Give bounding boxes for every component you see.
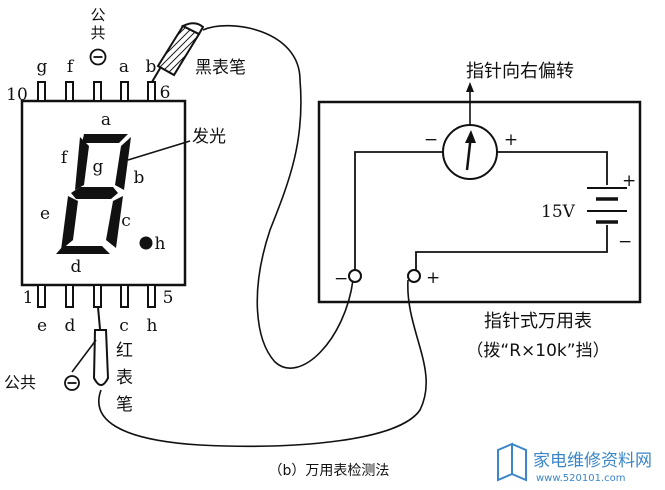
- segment-label-e: e: [40, 204, 50, 224]
- black-probe-lead: [202, 24, 354, 369]
- red-probe-lead: [98, 279, 428, 447]
- segment-a: [82, 134, 128, 143]
- galvanometer-plus: +: [504, 130, 518, 150]
- common-top-minus-icon: [89, 48, 107, 66]
- common-bottom-label: 公共: [4, 373, 36, 392]
- red-probe: [92, 306, 110, 386]
- segment-label-b: b: [134, 168, 145, 188]
- glow-leader-line: [127, 140, 191, 161]
- pin-label-b: b: [146, 57, 157, 77]
- battery-icon: [587, 187, 627, 224]
- galvanometer-minus: −: [424, 130, 438, 150]
- pin-label-a: a: [119, 57, 129, 77]
- segment-label-g: g: [93, 157, 104, 177]
- pin-number-5: 5: [163, 288, 174, 308]
- battery-plus: +: [622, 171, 636, 191]
- pin-number-10: 10: [6, 85, 28, 105]
- multimeter-box: [317, 100, 642, 304]
- red-probe-label-2: 表: [116, 368, 133, 388]
- common-bottom-minus-icon: [64, 375, 80, 391]
- battery-minus: −: [618, 232, 632, 252]
- segment-g: [71, 187, 118, 199]
- galvanometer-icon: [442, 124, 498, 180]
- red-probe-label-1: 红: [116, 341, 133, 361]
- segment-label-h: h: [155, 234, 166, 254]
- terminal-negative: [348, 269, 362, 283]
- meter-type-label: 指针式万用表: [484, 311, 592, 332]
- segment-b: [115, 137, 131, 190]
- pin-number-1: 1: [23, 288, 34, 308]
- common-bottom-leader: [71, 339, 97, 373]
- pin-label-d: d: [65, 316, 76, 336]
- meter-setting-label: （拨“R×10k”挡）: [466, 341, 609, 361]
- segment-label-a: a: [101, 110, 111, 130]
- red-probe-label-3: 笔: [116, 395, 133, 415]
- glow-label: 发光: [192, 127, 226, 147]
- figure-caption: （b）万用表检测法: [269, 463, 390, 479]
- pin-label-f: f: [67, 57, 75, 77]
- pin-label-g: g: [37, 57, 48, 77]
- pin-label-c: c: [119, 316, 129, 336]
- common-top-char2: 共: [90, 24, 105, 42]
- watermark-title: 家电维修资料网: [533, 451, 652, 471]
- segment-d: [56, 246, 110, 254]
- black-probe-label: 黑表笔: [195, 58, 246, 78]
- terminal-positive-label: +: [426, 268, 440, 288]
- needle-right-label: 指针向右偏转: [466, 61, 574, 82]
- needle-arrow-head: [466, 82, 474, 92]
- top-pins: [37, 81, 156, 102]
- segment-label-c: c: [121, 211, 131, 231]
- pin-number-6: 6: [160, 83, 171, 103]
- pin-label-h: h: [147, 316, 158, 336]
- terminal-positive: [407, 269, 421, 283]
- watermark-url: www.520101.com: [536, 473, 626, 484]
- segment-label-d: d: [71, 257, 82, 277]
- segment-f: [75, 137, 89, 190]
- segment-label-f: f: [61, 148, 69, 168]
- battery-voltage: 15V: [541, 202, 576, 222]
- terminal-negative-label: −: [334, 269, 348, 289]
- segment-c: [106, 196, 123, 248]
- watermark: 家电维修资料网 www.520101.com: [497, 442, 652, 484]
- watermark-book-icon: [497, 442, 527, 482]
- decimal-point-dot: [139, 236, 153, 250]
- segment-e: [61, 196, 78, 250]
- black-probe: [151, 22, 205, 83]
- pin-label-e: e: [37, 316, 47, 336]
- meter-circuit: [354, 151, 608, 270]
- seven-segment-digit: [56, 134, 131, 254]
- common-top-char1: 公: [90, 6, 105, 24]
- bottom-pins: [37, 284, 156, 308]
